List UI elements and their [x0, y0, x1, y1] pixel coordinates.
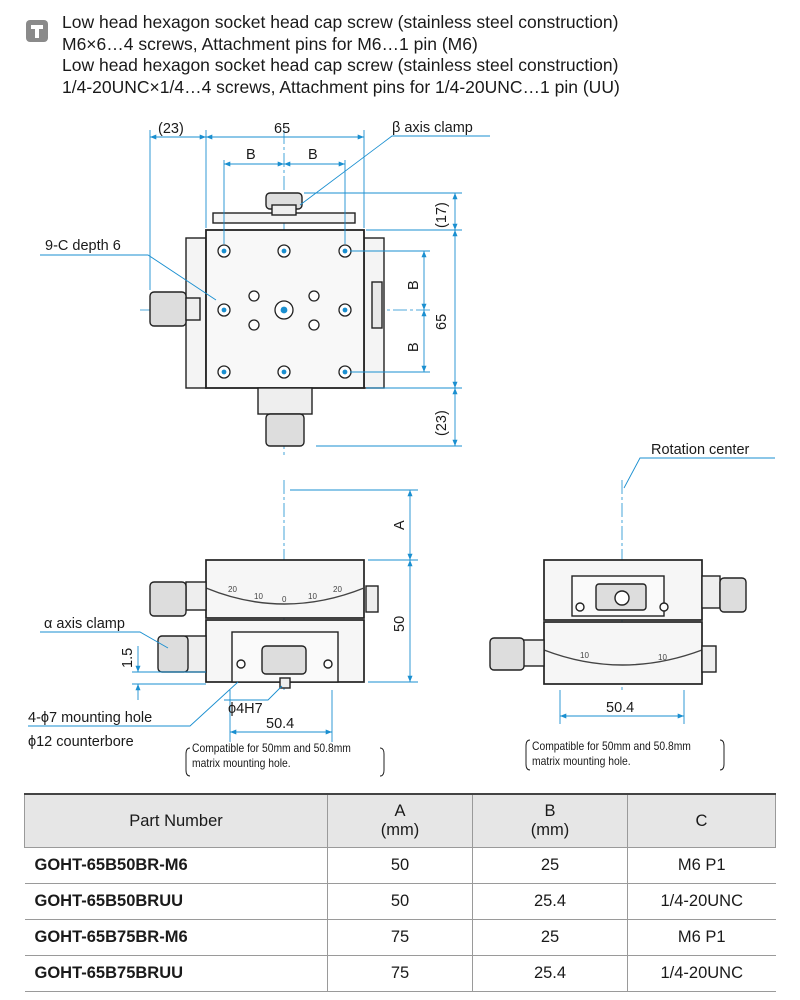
dim-a: A	[392, 520, 408, 530]
dim-1-5: 1.5	[120, 648, 136, 668]
dim-b-label: B	[308, 147, 318, 163]
table-header: Part Number A(mm) B(mm) C	[24, 793, 776, 848]
dim-50-4-left: 50.4	[266, 716, 294, 732]
note-line: Low head hexagon socket head cap screw (…	[62, 12, 619, 32]
dim-b-right: B	[406, 342, 422, 352]
header-b: B(mm)	[472, 793, 628, 848]
alpha-clamp-label: α axis clamp	[44, 616, 125, 632]
header-c: C	[627, 793, 776, 848]
dim-b-right: B	[406, 280, 422, 290]
beta-clamp-label: β axis clamp	[392, 120, 473, 136]
dim-17: (17)	[434, 202, 450, 228]
header-part-number: Part Number	[24, 793, 328, 848]
holes-label: 9-C depth 6	[45, 238, 121, 254]
counterbore-label: ϕ12 counterbore	[28, 734, 134, 750]
compat-note-right: Compatible for 50mm and 50.8mm matrix mo…	[532, 739, 691, 768]
scale-tick: 20	[228, 585, 237, 594]
note-line: M6×6…4 screws, Attachment pins for M6…1 …	[62, 33, 478, 54]
dim-50: 50	[392, 616, 408, 632]
dim-50-4-right: 50.4	[606, 700, 634, 716]
spec-table: Part Number A(mm) B(mm) C GOHT-65B50BR-M…	[24, 793, 776, 992]
dim-23-right: (23)	[434, 410, 450, 436]
side-view	[489, 480, 747, 690]
side-view-dimensions	[559, 457, 775, 724]
front-view	[149, 480, 379, 690]
dim-23-top: (23)	[158, 121, 184, 137]
note-line: 1/4-20UNC×1/4…4 screws, Attachment pins …	[62, 76, 620, 97]
scale-tick: 10	[254, 592, 263, 601]
note-line: Low head hexagon socket head cap screw (…	[62, 55, 619, 75]
table-row: GOHT-65B50BRUU 50 25.4 1/4-20UNC	[24, 883, 776, 920]
mounting-hole-label: 4-ϕ7 mounting hole	[28, 710, 152, 726]
technical-drawing: (23) 65 B B β axis clamp 9-C depth 6 (17…	[28, 120, 775, 777]
table-row: GOHT-65B75BRUU 75 25.4 1/4-20UNC	[24, 955, 776, 992]
table-row: GOHT-65B75BR-M6 75 25 M6 P1	[24, 919, 776, 956]
scale-tick: 10	[658, 653, 667, 662]
table-row: GOHT-65B50BR-M6 50 25 M6 P1	[24, 847, 776, 884]
scale-tick: 10	[580, 651, 589, 660]
dim-65-right: 65	[434, 314, 450, 330]
header-a: A(mm)	[327, 793, 473, 848]
top-view	[140, 130, 430, 455]
pin-label: ϕ4H7	[228, 701, 263, 717]
dim-b-label: B	[246, 147, 256, 163]
scale-tick: 20	[333, 585, 342, 594]
scale-tick: 0	[282, 595, 287, 604]
top-view-dimensions	[40, 130, 490, 447]
rotation-center-label: Rotation center	[651, 442, 750, 458]
front-view-dimensions	[28, 489, 418, 742]
scale-tick: 10	[308, 592, 317, 601]
screw-icon	[26, 20, 48, 42]
compat-note-left: Compatible for 50mm and 50.8mm matrix mo…	[192, 741, 351, 770]
dim-65-top: 65	[274, 121, 290, 137]
